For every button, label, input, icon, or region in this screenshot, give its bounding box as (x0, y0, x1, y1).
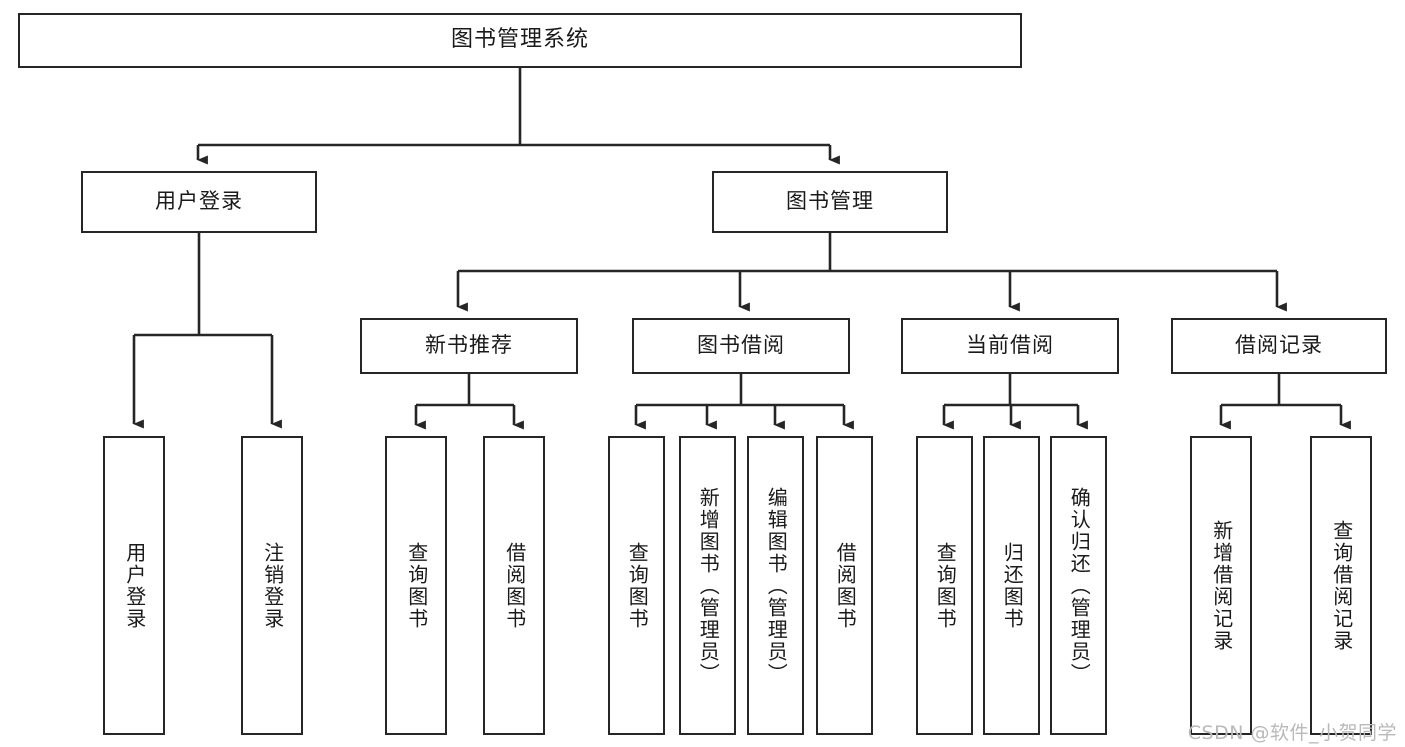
node-label: 新增图书（管理员） (696, 486, 721, 685)
node-label: 借阅图书 (833, 541, 858, 630)
node-leaf-logout[interactable]: 注销登录 (241, 436, 303, 735)
node-label: 借阅记录 (1235, 333, 1323, 358)
node-leaf-confirm-return-admin[interactable]: 确认归还（管理员） (1050, 436, 1107, 735)
node-label: 用户登录 (122, 541, 147, 630)
node-user-login[interactable]: 用户登录 (81, 171, 317, 233)
node-label: 确认归还（管理员） (1067, 486, 1092, 685)
node-book-borrow[interactable]: 图书借阅 (632, 318, 850, 374)
node-leaf-add-book-admin[interactable]: 新增图书（管理员） (679, 436, 736, 735)
node-book-management[interactable]: 图书管理 (712, 171, 948, 233)
node-label: 编辑图书（管理员） (764, 486, 789, 685)
node-leaf-query-book-borrow[interactable]: 查询图书 (608, 436, 665, 735)
node-label: 归还图书 (1000, 541, 1025, 630)
node-label: 查询图书 (933, 541, 958, 630)
node-label: 新书推荐 (425, 333, 513, 358)
node-leaf-query-borrow-record[interactable]: 查询借阅记录 (1310, 436, 1372, 735)
node-label: 图书管理系统 (450, 27, 589, 53)
node-label: 新增借阅记录 (1209, 519, 1234, 652)
node-leaf-user-login[interactable]: 用户登录 (103, 436, 165, 735)
node-label: 借阅图书 (502, 541, 527, 630)
node-borrow-record[interactable]: 借阅记录 (1171, 318, 1387, 374)
node-leaf-query-book-current[interactable]: 查询图书 (916, 436, 973, 735)
node-label: 查询图书 (404, 541, 429, 630)
node-leaf-return-book[interactable]: 归还图书 (983, 436, 1040, 735)
csdn-watermark: CSDN @软件_小贺同学 (1187, 722, 1397, 744)
node-label: 注销登录 (260, 541, 285, 630)
node-label: 当前借阅 (966, 333, 1054, 358)
node-leaf-borrow-book[interactable]: 借阅图书 (816, 436, 873, 735)
node-current-borrow[interactable]: 当前借阅 (901, 318, 1119, 374)
node-leaf-add-borrow-record[interactable]: 新增借阅记录 (1190, 436, 1252, 735)
node-root-system[interactable]: 图书管理系统 (18, 13, 1022, 68)
node-label: 查询借阅记录 (1329, 519, 1354, 652)
node-label: 图书管理 (786, 189, 874, 214)
node-label: 查询图书 (625, 541, 650, 630)
node-label: 用户登录 (155, 189, 243, 214)
node-leaf-borrow-book-recommend[interactable]: 借阅图书 (483, 436, 545, 735)
node-leaf-edit-book-admin[interactable]: 编辑图书（管理员） (747, 436, 804, 735)
node-leaf-query-book-recommend[interactable]: 查询图书 (385, 436, 447, 735)
node-label: 图书借阅 (697, 333, 785, 358)
node-new-book-recommend[interactable]: 新书推荐 (360, 318, 578, 374)
